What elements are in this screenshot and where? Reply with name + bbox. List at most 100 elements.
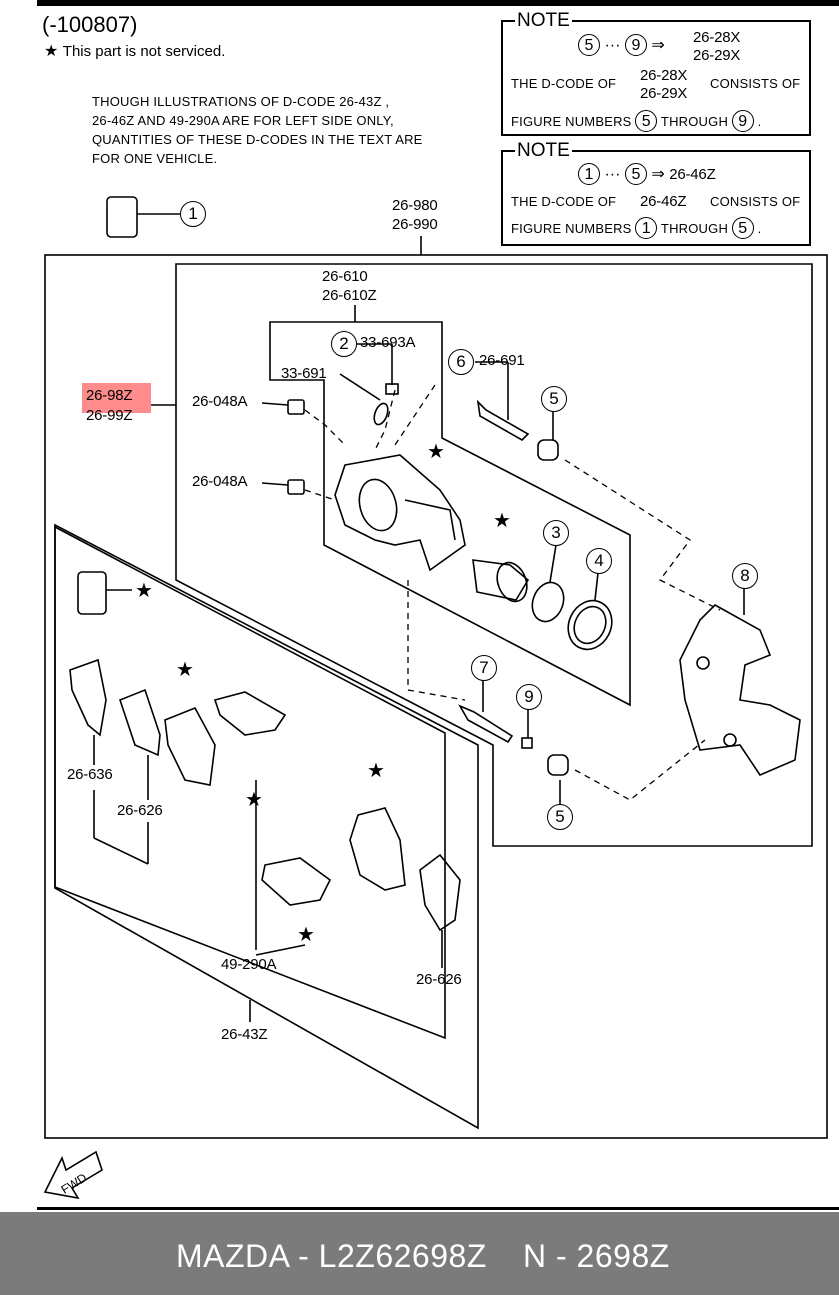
note-2-code: 26-46Z — [669, 166, 716, 183]
star-icon: ★ — [297, 924, 315, 946]
label-highlight-2: 26-99Z — [86, 407, 133, 424]
note-1-inline-code-2: 26-29X — [640, 85, 688, 102]
note-2-fig-prefix: FIGURE NUMBERS — [511, 221, 632, 236]
star-icon: ★ — [176, 659, 194, 681]
dust-seal-inner — [573, 605, 607, 645]
dash-bolt-lower — [304, 489, 336, 501]
label-shim-left: 26-636 — [67, 766, 113, 783]
note-1-through: THROUGH — [660, 114, 729, 129]
illustration-note-line-4: FOR ONE VEHICLE. — [92, 151, 218, 166]
guide-pin-upper — [476, 399, 530, 441]
brake-pad-inner — [164, 706, 216, 786]
dash-boot-lower — [574, 739, 706, 801]
footer-bar — [0, 1212, 839, 1295]
footer-reference: N - 2698Z — [523, 1238, 670, 1274]
wear-indicator — [77, 571, 107, 615]
callout-5-upper: 5 — [541, 386, 567, 412]
caliper-bore — [358, 478, 398, 532]
label-pad-set: 26-43Z — [221, 1026, 268, 1043]
label-clip: 49-290A — [221, 956, 277, 973]
pad-inner-frame — [54, 525, 446, 1040]
fwd-arrow — [43, 1150, 103, 1200]
bolt-upper — [287, 399, 305, 415]
sensor-part — [106, 196, 138, 238]
callout-7: 7 — [471, 655, 497, 681]
label-pin-upper: 26-691 — [479, 352, 525, 369]
label-bolt-lower: 26-048A — [192, 473, 248, 490]
illustration-note-line-2: 26-46Z AND 49-290A ARE FOR LEFT SIDE ONL… — [92, 113, 394, 128]
illustration-note-line-3: QUANTITIES OF THESE D-CODES IN THE TEXT … — [92, 132, 423, 147]
leader-cap — [339, 373, 381, 401]
shim-outer — [69, 658, 107, 737]
date-code: (-100807) — [42, 12, 138, 37]
bleeder-screw — [385, 383, 399, 395]
caliper-body — [334, 454, 466, 572]
shim-mid — [119, 688, 161, 757]
note-2-suffix: CONSISTS OF — [710, 194, 801, 209]
leader-bolt-lower — [261, 482, 289, 486]
assembly-frame — [44, 254, 828, 1139]
guide-pin-lower — [458, 704, 514, 744]
callout-3: 3 — [543, 520, 569, 546]
callout-2: 2 — [331, 331, 357, 357]
label-assy-1: 26-980 — [392, 197, 438, 214]
anti-rattle-clip-upper — [213, 691, 287, 736]
leader-clip-b — [255, 944, 306, 956]
note-1-inline-code-1: 26-28X — [640, 67, 688, 84]
piston-face — [496, 561, 528, 603]
note-2-to-circle: 5 — [624, 163, 647, 185]
note-2-through: THROUGH — [660, 221, 729, 236]
callout-5-lower: 5 — [547, 804, 573, 830]
leader-c3 — [549, 544, 557, 583]
note-2-title: NOTE — [515, 140, 572, 162]
leader-bolt-upper — [261, 402, 289, 406]
dash-pin-upper — [394, 384, 436, 446]
highlight-marker — [82, 383, 151, 413]
label-caliper-2: 26-610Z — [322, 287, 377, 304]
not-serviced-text: This part is not serviced. — [62, 43, 226, 60]
note-1-period: . — [757, 114, 762, 129]
star-icon: ★ — [245, 789, 263, 811]
caliper-finger — [404, 499, 456, 541]
note-2-fig-line: FIGURE NUMBERS 1 THROUGH 5 . — [511, 217, 761, 239]
caliper-frame — [175, 263, 813, 847]
note-2-fig-to: 5 — [731, 217, 754, 239]
shim-outer-right — [419, 853, 461, 932]
note-1-fig-to: 9 — [731, 110, 754, 132]
top-rule — [37, 0, 839, 6]
note-1-suffix: CONSISTS OF — [710, 76, 801, 91]
label-assy-2: 26-990 — [392, 216, 438, 233]
note-1-fig-from: 5 — [635, 110, 658, 132]
illustration-note-line-1: THOUGH ILLUSTRATIONS OF D-CODE 26-43Z , — [92, 94, 390, 109]
note-1-to-circle: 9 — [624, 34, 647, 56]
boot-upper — [537, 439, 559, 461]
callout-1: 1 — [180, 201, 206, 227]
dust-seal-outer — [567, 599, 613, 651]
star-icon: ★ — [44, 43, 59, 60]
piston-seal — [531, 581, 565, 623]
label-bolt-upper: 26-048A — [192, 393, 248, 410]
star-icon: ★ — [367, 760, 385, 782]
footer-part-number: MAZDA - L2Z62698Z — [176, 1238, 487, 1274]
note-2-range: 1 ··· 5 ⇒ 26-46Z — [578, 163, 716, 185]
label-caliper-1: 26-610 — [322, 268, 368, 285]
note-1-title: NOTE — [515, 10, 572, 32]
note-1-code-2: 26-29X — [693, 47, 741, 64]
note-1-code-1: 26-28X — [693, 29, 741, 46]
bracket-hole-1 — [696, 656, 710, 670]
note-1-range: 5 ··· 9 ⇒ — [578, 34, 665, 56]
label-bleeder: 33-693A — [360, 334, 416, 351]
note-1-fig-line: FIGURE NUMBERS 5 THROUGH 9 . — [511, 110, 761, 132]
label-shim-right: 26-626 — [416, 971, 462, 988]
leader-c4 — [594, 572, 599, 601]
note-1-fig-prefix: FIGURE NUMBERS — [511, 114, 632, 129]
note-2-fig-from: 1 — [635, 217, 658, 239]
note-2-prefix: THE D-CODE OF — [511, 194, 617, 209]
caliper-bracket — [679, 604, 801, 776]
footer-rule — [37, 1207, 839, 1210]
bracket-hole-2 — [723, 733, 737, 747]
label-bleeder-cap: 33-691 — [281, 365, 327, 382]
star-icon: ★ — [135, 580, 153, 602]
dash-bleeder — [374, 389, 396, 451]
